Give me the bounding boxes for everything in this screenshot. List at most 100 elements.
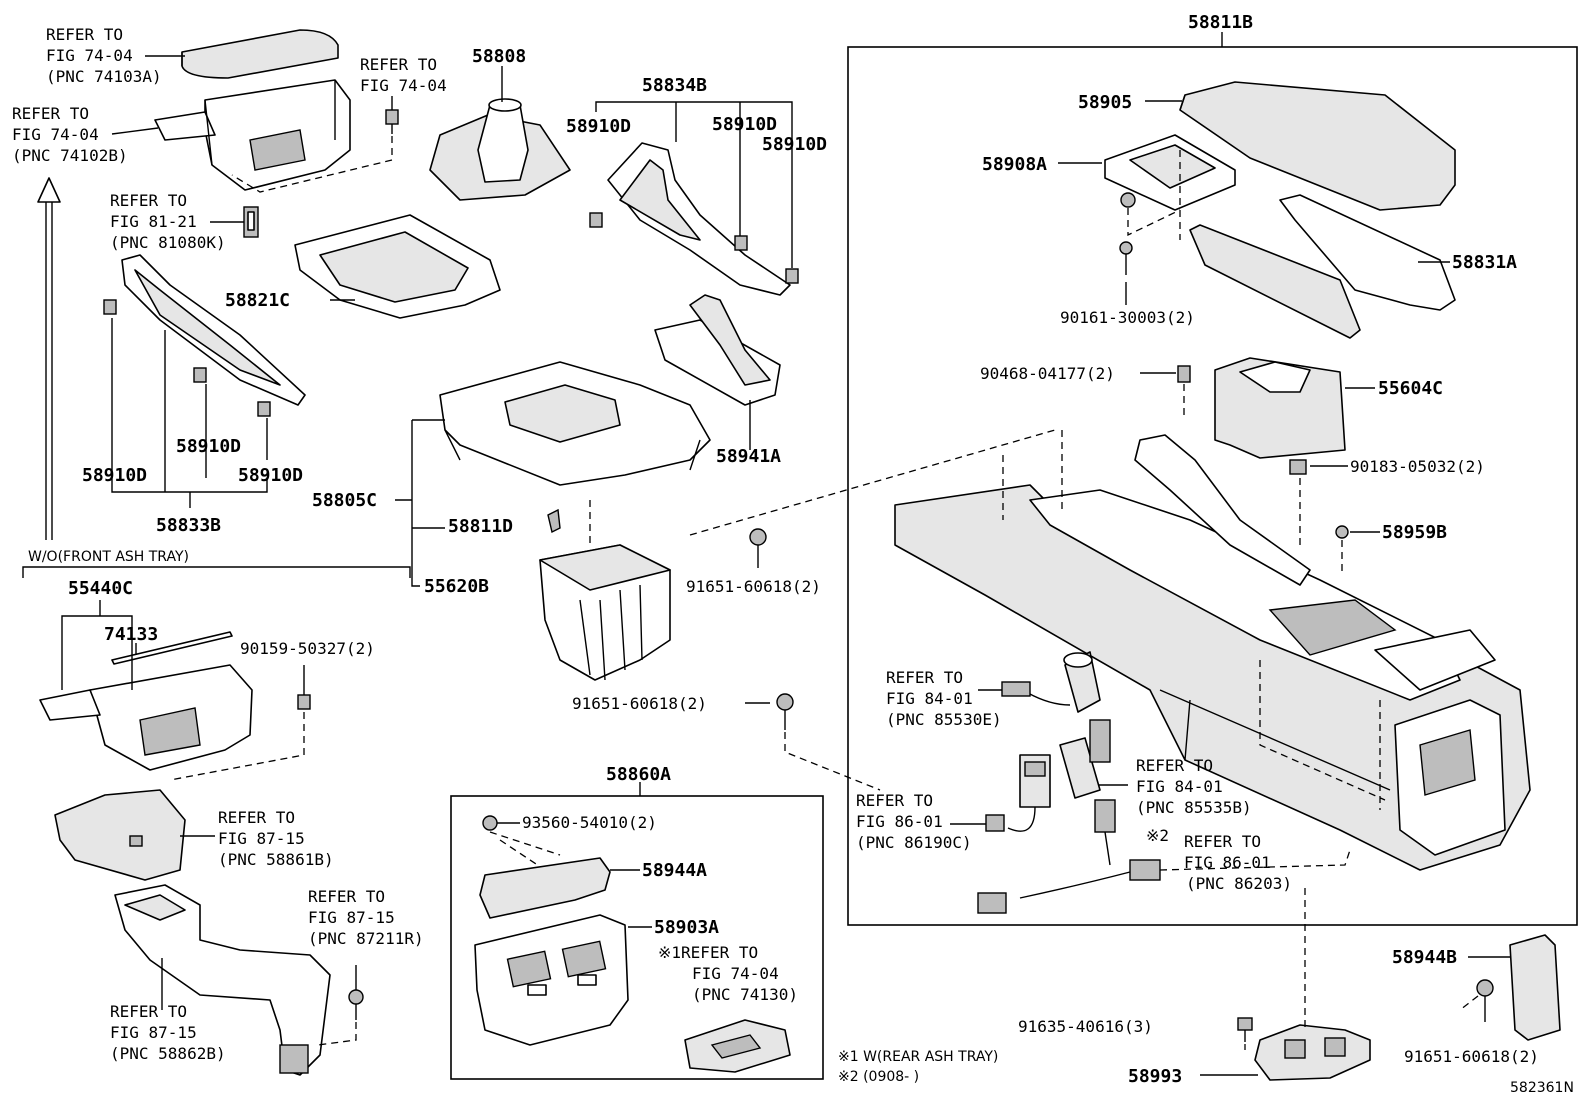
part-bolt-91635	[1237, 1017, 1253, 1042]
part-main-console	[894, 434, 1531, 871]
leader-ref2	[111, 127, 159, 135]
label-91651-b: 91651-60618(2)	[572, 694, 707, 713]
part-58834B-cover	[607, 142, 791, 296]
label-90468: 90468-04177(2)	[980, 364, 1115, 383]
part-switch-86190C	[985, 754, 1051, 832]
label-55620B: 55620B	[424, 576, 489, 597]
label-90161: 90161-30003(2)	[1060, 308, 1195, 327]
dash-93560	[489, 831, 561, 871]
clip-58910D-b	[193, 367, 207, 383]
part-58944B-trim	[1509, 934, 1561, 1041]
part-screw-93560	[482, 815, 520, 831]
part-74133-strip	[111, 631, 233, 665]
leader-58834B	[595, 101, 793, 268]
label-58910D-4: 58910D	[176, 436, 241, 457]
ref2-pnc: (PNC 74102B)	[12, 146, 128, 165]
part-bolt-91651-c	[1476, 979, 1494, 1022]
part-58905-lid	[1179, 81, 1456, 211]
label-91635: 91635-40616(3)	[1018, 1017, 1153, 1036]
ref1-fig: FIG 74-04	[46, 46, 133, 65]
part-harness-86203	[977, 799, 1161, 914]
part-socket-85530E	[1001, 651, 1101, 713]
label-58905: 58905	[1078, 92, 1132, 113]
ref6-fig: FIG 87-15	[308, 908, 395, 927]
leader-55440C	[61, 600, 133, 690]
part-bolt-91651-a	[749, 528, 767, 568]
part-ash-tray-74130	[684, 1019, 791, 1073]
label-58833B: 58833B	[156, 515, 221, 536]
ref11-fig: FIG 86-01	[856, 812, 943, 831]
frame-58860A	[450, 795, 824, 1080]
part-duct-58862B	[114, 884, 331, 1076]
part-58903A-panel	[474, 914, 629, 1046]
part-58805C-console	[439, 361, 711, 486]
up-arrow-icon	[37, 177, 61, 540]
ref11-pnc: (PNC 86190C)	[856, 833, 972, 852]
ref3-fig: FIG 74-04	[360, 76, 447, 95]
ref4-refer-to: REFER TO	[110, 191, 187, 210]
label-58941A: 58941A	[716, 446, 781, 467]
label-58908A: 58908A	[982, 154, 1047, 175]
label-58805C: 58805C	[312, 490, 377, 511]
label-58860A: 58860A	[606, 764, 671, 785]
dash-58908A	[1127, 150, 1181, 240]
ref11-refer-to: REFER TO	[856, 791, 933, 810]
figure-code: 582361N	[1510, 1080, 1574, 1096]
ref12-pnc: (PNC 86203)	[1186, 874, 1292, 893]
part-duct-58861B	[54, 789, 186, 881]
label-58944B: 58944B	[1392, 947, 1457, 968]
label-58808: 58808	[472, 46, 526, 67]
ref9-fig: FIG 84-01	[886, 689, 973, 708]
label-wo-front-ash-tray: W/O(FRONT ASH TRAY)	[28, 549, 189, 565]
ref12-refer-to: REFER TO	[1184, 832, 1261, 851]
part-55620B-bin	[539, 544, 671, 681]
ref1-pnc: (PNC 74103A)	[46, 67, 162, 86]
part-clip-81080K	[243, 206, 259, 238]
leader-58805C	[395, 419, 445, 587]
part-bolt-90159	[297, 665, 311, 710]
part-55604C-box	[1214, 357, 1346, 459]
part-58821C-frame	[294, 214, 501, 319]
ref2-fig: FIG 74-04	[12, 125, 99, 144]
dash-91651	[689, 429, 1056, 791]
ref2-refer-to: REFER TO	[12, 104, 89, 123]
ref10-fig: FIG 84-01	[1136, 777, 1223, 796]
dash-ashtray	[231, 136, 393, 193]
part-bolt-top-left	[385, 109, 399, 134]
label-58910D-1: 58910D	[566, 116, 631, 137]
ref9-refer-to: REFER TO	[886, 668, 963, 687]
label-58910D-5: 58910D	[82, 465, 147, 486]
dash-58993	[1244, 888, 1306, 1050]
ref1-refer-to: REFER TO	[46, 25, 123, 44]
label-58959B: 58959B	[1382, 522, 1447, 543]
label-58821C: 58821C	[225, 290, 290, 311]
part-58908A-hinge	[1104, 134, 1236, 211]
label-58811D: 58811D	[448, 516, 513, 537]
part-clip-90183	[1289, 459, 1307, 475]
part-screw-90161	[1119, 241, 1133, 305]
dash-86203	[1159, 849, 1351, 871]
part-screw-87211R	[348, 965, 364, 1020]
label-91651-a: 91651-60618(2)	[686, 577, 821, 596]
part-ash-tray-lid	[181, 29, 339, 79]
ref6-pnc: (PNC 87211R)	[308, 929, 424, 948]
label-58993: 58993	[1128, 1066, 1182, 1087]
label-55440C: 55440C	[68, 578, 133, 599]
ref8-prefix: ※1REFER TO	[658, 943, 758, 962]
ref7-pnc: (PNC 58862B)	[110, 1044, 226, 1063]
label-58834B: 58834B	[642, 75, 707, 96]
ref8-pnc: (PNC 74130)	[692, 985, 798, 1004]
ref8-fig: FIG 74-04	[692, 964, 779, 983]
dash-87211R	[317, 1022, 357, 1046]
label-58910D-2: 58910D	[712, 114, 777, 135]
ref9-pnc: (PNC 85530E)	[886, 710, 1002, 729]
dash-58944B	[1459, 995, 1479, 1011]
ref6-refer-to: REFER TO	[308, 887, 385, 906]
ref4-pnc: (PNC 81080K)	[110, 233, 226, 252]
part-58944A-trim	[479, 857, 611, 919]
dash-main-console	[1002, 430, 1386, 810]
label-74133: 74133	[104, 624, 158, 645]
ref10-pnc: (PNC 85535B)	[1136, 798, 1252, 817]
part-55440C-tray	[39, 664, 253, 771]
clip-58910D-f	[785, 268, 799, 284]
